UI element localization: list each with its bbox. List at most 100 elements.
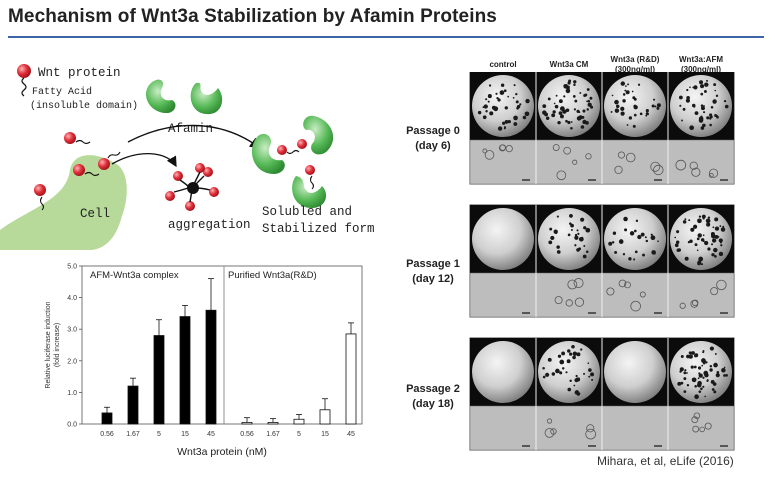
organoid-colony xyxy=(570,121,573,123)
organoid-colony xyxy=(624,228,628,232)
organoid-colony xyxy=(714,353,717,355)
zoom-panel xyxy=(601,272,669,318)
organoid-colony xyxy=(558,111,563,116)
organoid-closeup xyxy=(704,422,712,430)
organoid-colony xyxy=(573,83,576,87)
organoid-colony xyxy=(701,263,704,266)
y-tick-label: 2.0 xyxy=(67,358,77,365)
organoid-closeup xyxy=(639,291,646,298)
panel-title-0: AFM-Wnt3a complex xyxy=(90,270,179,281)
organoid-colony xyxy=(576,229,579,232)
organoid-colony xyxy=(567,387,572,392)
organoid-closeup xyxy=(505,144,513,153)
organoid-colony xyxy=(574,235,579,240)
organoid-colony xyxy=(691,377,697,383)
organoid-colony xyxy=(698,373,703,378)
organoid-colony xyxy=(684,256,689,261)
x-tick-label: 5 xyxy=(297,431,301,438)
organoid-colony xyxy=(512,97,515,99)
organoid-colony xyxy=(631,90,634,93)
organoid-colony xyxy=(710,105,714,109)
organoid-colony xyxy=(566,108,568,111)
organoid-colony xyxy=(714,226,720,231)
organoid-colony xyxy=(712,382,717,386)
organoid-colony xyxy=(684,369,687,372)
organoid-colony xyxy=(637,234,642,240)
organoid-colony xyxy=(567,349,571,353)
organoid-colony xyxy=(579,92,582,94)
organoid-colony xyxy=(553,102,556,105)
organoid-colony xyxy=(576,116,582,121)
organoid-colony xyxy=(485,110,488,113)
organoid-colony xyxy=(680,355,684,359)
organoid-colony xyxy=(702,234,705,237)
organoid-colony xyxy=(620,111,625,116)
organoid-colony xyxy=(590,372,595,377)
result-label-line1: Solubled and xyxy=(262,205,352,219)
x-tick-label: 45 xyxy=(207,431,215,438)
organoid-colony xyxy=(690,365,694,369)
organoid-colony xyxy=(578,111,581,114)
organoid-colony xyxy=(718,251,724,257)
organoid-colony xyxy=(556,215,559,218)
organoid-colony xyxy=(637,83,641,86)
organoid-colony xyxy=(547,97,551,101)
organoid-colony xyxy=(542,104,547,109)
bar-0-2 xyxy=(153,335,165,425)
organoid-closeup xyxy=(690,300,699,308)
organoid-colony xyxy=(716,115,719,119)
organoid-colony xyxy=(654,105,657,108)
organoid-colony xyxy=(706,79,709,82)
organoid-colony xyxy=(651,104,655,108)
organoid-colony xyxy=(618,239,624,244)
culture-well xyxy=(604,341,666,403)
organoid-colony xyxy=(688,219,691,222)
organoid-colony xyxy=(586,88,590,91)
bar-0-3 xyxy=(179,316,191,425)
organoid-colony xyxy=(725,374,728,377)
zoom-panel xyxy=(469,139,537,185)
organoid-closeup xyxy=(617,151,625,159)
culture-well xyxy=(670,208,732,270)
organoid-colony xyxy=(709,368,713,372)
organoid-closeup xyxy=(709,168,719,178)
organoid-colony xyxy=(674,243,679,248)
organoid-colony xyxy=(591,378,594,381)
organoid-colony xyxy=(653,98,656,101)
organoid-colony xyxy=(686,88,689,92)
organoid-colony xyxy=(713,247,718,253)
organoid-colony xyxy=(689,125,695,131)
organoid-colony xyxy=(513,122,518,126)
organoid-colony xyxy=(698,118,704,123)
organoid-colony xyxy=(523,116,527,120)
organoid-colony xyxy=(557,120,561,125)
organoid-colony xyxy=(574,390,580,395)
organoid-colony xyxy=(685,98,691,103)
organoid-colony xyxy=(710,231,715,236)
column-header-wnt3a-afm: Wnt3a:AFM (300ng/ml) xyxy=(679,55,723,74)
organoid-colony xyxy=(710,243,714,246)
organoid-colony xyxy=(566,359,571,364)
organoid-closeup xyxy=(572,159,578,165)
organoid-colony xyxy=(683,377,687,381)
culture-well xyxy=(472,75,534,137)
organoid-colony xyxy=(701,364,704,367)
organoid-colony xyxy=(721,367,726,373)
organoid-colony xyxy=(688,354,693,359)
organoid-colony xyxy=(645,114,648,117)
afamin-binding-arrow xyxy=(127,124,262,149)
organoid-colony xyxy=(714,89,717,92)
organoid-colony xyxy=(491,105,497,110)
organoid-colony xyxy=(703,105,705,107)
organoid-closeup xyxy=(614,165,623,174)
organoid-colony xyxy=(715,373,720,378)
organoid-colony xyxy=(642,253,645,257)
organoid-colony xyxy=(559,371,563,375)
organoid-colony xyxy=(608,241,613,246)
organoid-colony xyxy=(712,99,717,104)
organoid-colony xyxy=(569,352,573,356)
organoid-colony xyxy=(714,254,717,258)
zoom-panel xyxy=(667,272,735,318)
organoid-colony xyxy=(625,85,627,87)
organoid-colony xyxy=(575,374,578,378)
